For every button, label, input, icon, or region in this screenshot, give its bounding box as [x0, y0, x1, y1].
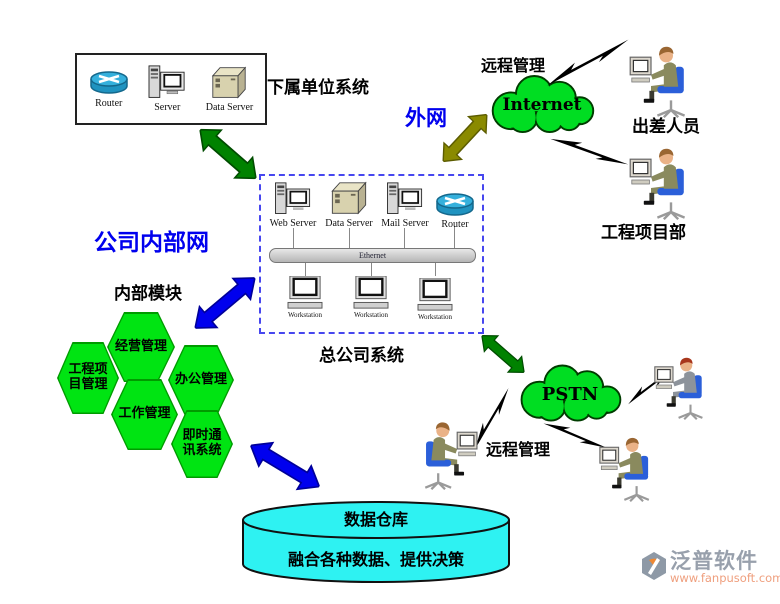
connector-line: [293, 228, 294, 248]
hq-web-server: Web Server: [267, 182, 319, 229]
workstation-icon: [417, 278, 453, 311]
arrow-hq-pstn: [481, 335, 525, 373]
module-label: 工作管理: [118, 406, 171, 422]
branch-title: 下属单位系统: [267, 78, 369, 98]
hq-mail-server-label: Mail Server: [381, 218, 429, 229]
pstn-cloud: [520, 364, 622, 422]
pstn-cloud-label: PSTN: [541, 383, 599, 405]
hq-system-box: Web Server Data Server Mail Server: [259, 174, 484, 334]
module-label: 工程项目管理: [68, 362, 108, 392]
data-server-icon: [331, 181, 367, 215]
hexagon-shape: [112, 380, 177, 449]
module-label: 即时通讯系统: [182, 428, 222, 458]
data-warehouse-cylinder: [242, 501, 510, 583]
ethernet-bus: Ethernet: [269, 248, 476, 263]
remote-woman-person-icon: [653, 356, 704, 421]
lightning-internet-traveler: [547, 39, 629, 86]
traveler-person-icon: [629, 45, 686, 118]
arrow-branch-hq: [199, 128, 257, 180]
branch-data-server-label: Data Server: [205, 102, 254, 113]
hq-title: 总公司系统: [319, 346, 404, 366]
arrow-hq-internet: [442, 113, 488, 163]
warehouse-title: 数据仓库: [343, 510, 408, 529]
branch-router-label: Router: [95, 98, 123, 109]
project-dept-label: 工程项目部: [601, 223, 686, 243]
connector-line: [454, 226, 455, 248]
watermark-brand: 泛普软件: [670, 549, 758, 573]
module-hex-im: 即时通讯系统: [171, 410, 233, 478]
internet-cloud: [491, 75, 595, 134]
module-hex-project: 工程项目管理: [57, 342, 119, 414]
server-icon: [387, 182, 423, 214]
module-hex-work: 工作管理: [111, 379, 178, 450]
connector-line: [404, 228, 405, 248]
remote-mgmt-bottom-label: 远程管理: [486, 440, 551, 459]
hq-router: Router: [433, 192, 477, 230]
lightning-pstn-bottom: [543, 423, 608, 448]
hq-router-label: Router: [441, 219, 469, 230]
extranet-label: 外网: [405, 106, 447, 130]
module-label: 办公管理: [175, 371, 228, 387]
arrow-modules-hq: [194, 277, 256, 329]
lightning-internet-project: [550, 138, 629, 165]
workstation-icon: [287, 276, 323, 309]
hexagon-shape: [58, 343, 118, 413]
data-server-icon: [212, 66, 247, 99]
router-icon: [436, 193, 474, 216]
hq-workstation-2: Workstation: [343, 276, 399, 319]
arrow-modules-warehouse: [249, 441, 321, 491]
hq-mail-server: Mail Server: [379, 182, 431, 229]
branch-router: Router: [89, 69, 129, 109]
warehouse-desc: 融合各种数据、提供决策: [287, 550, 464, 569]
workstation-label: Workstation: [287, 311, 323, 319]
intranet-title: 公司内部网: [94, 230, 209, 256]
workstation-icon: [353, 276, 389, 309]
watermark: 泛普软件 www.fanpusoft.com: [641, 551, 780, 585]
hq-web-server-label: Web Server: [269, 218, 317, 229]
remote-user-person-icon: [424, 421, 479, 490]
module-header: 内部模块: [114, 284, 182, 304]
watermark-url: www.fanpusoft.com: [670, 571, 780, 585]
module-hex-business: 经营管理: [107, 312, 175, 382]
hq-workstation-1: Workstation: [277, 276, 333, 319]
branch-unit-box: Router Server Data Server: [75, 53, 267, 125]
connector-line: [305, 261, 306, 276]
internet-cloud-label: Internet: [502, 95, 582, 115]
fanpu-logo-icon: [642, 552, 666, 580]
connector-line: [371, 261, 372, 276]
branch-server: Server: [144, 65, 190, 113]
ethernet-label: Ethernet: [358, 251, 387, 260]
remote-mgmt-top-label: 远程管理: [481, 56, 546, 75]
workstation-label: Workstation: [417, 313, 453, 321]
workstation-label: Workstation: [353, 311, 389, 319]
branch-data-server: Data Server: [206, 65, 253, 113]
hq-data-server: Data Server: [321, 180, 377, 229]
hq-workstation-3: Workstation: [407, 278, 463, 321]
router-icon: [90, 71, 128, 94]
project-dept-person-icon: [629, 147, 686, 220]
module-hex-office: 办公管理: [168, 345, 234, 415]
module-label: 经营管理: [114, 338, 167, 354]
hq-data-server-label: Data Server: [325, 218, 373, 229]
remote-man-person-icon: [598, 436, 650, 502]
traveler-label: 出差人员: [632, 117, 700, 137]
server-icon: [148, 65, 185, 98]
server-icon: [275, 182, 311, 214]
lightning-pstn-left: [474, 388, 509, 450]
connector-line: [435, 261, 436, 276]
connector-line: [349, 228, 350, 248]
branch-server-label: Server: [154, 102, 181, 113]
